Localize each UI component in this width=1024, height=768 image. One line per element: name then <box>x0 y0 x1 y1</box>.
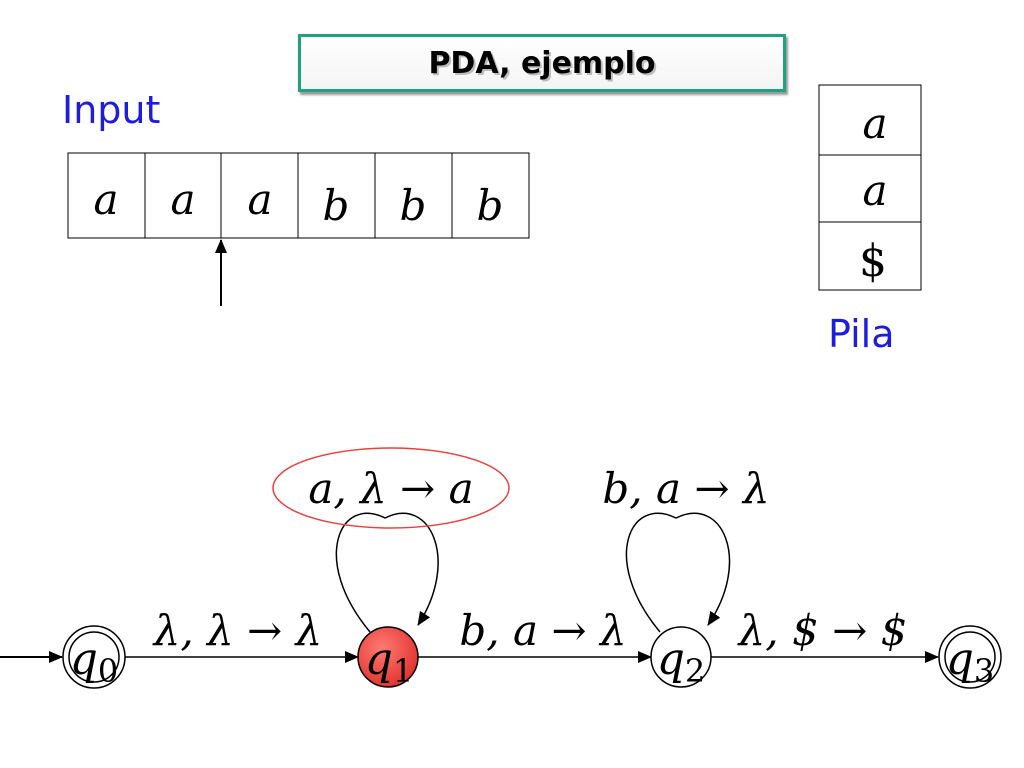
stack-cell-top: a <box>862 99 887 148</box>
input-tape: a a a b b b <box>67 152 530 239</box>
tape-cell-4: b <box>323 181 350 230</box>
input-label: Input <box>62 88 161 132</box>
label-q1-loop: a, λ → a <box>308 464 473 513</box>
stack-cell-bottom: $ <box>859 236 887 287</box>
title-box: PDA, ejemplo <box>298 34 786 92</box>
loop-q1 <box>335 512 439 633</box>
label-q0-q1: λ, λ → λ <box>152 606 322 655</box>
state-label: q0 <box>70 634 119 690</box>
state-label: q1 <box>365 634 414 690</box>
tape-cell-6: b <box>477 181 504 230</box>
state-label: q2 <box>657 634 706 690</box>
stack-cell-middle: a <box>862 166 887 215</box>
state-outer-ring <box>938 625 1002 689</box>
stack: a a $ <box>818 84 922 291</box>
tape-cell-2: a <box>170 175 195 224</box>
tape-cell-5: b <box>400 181 427 230</box>
state-circle-current <box>357 626 419 688</box>
state-q3: q3 <box>938 625 1002 690</box>
state-q2: q2 <box>650 626 712 690</box>
tape-cell-3: a <box>247 175 272 224</box>
label-q2-loop: b, a → λ <box>602 464 769 513</box>
loop-q2 <box>625 512 731 633</box>
state-q0: q0 <box>62 625 126 690</box>
label-q1-q2: b, a → λ <box>459 606 626 655</box>
tape-cell-1: a <box>93 175 118 224</box>
stack-label: Pila <box>828 312 895 356</box>
state-q1: q1 <box>357 626 419 690</box>
state-circle <box>650 626 712 688</box>
label-q2-q3: λ, $ → $ <box>737 606 908 655</box>
state-inner-ring <box>68 631 120 683</box>
state-inner-ring <box>944 631 996 683</box>
state-outer-ring <box>62 625 126 689</box>
page-title: PDA, ejemplo <box>428 45 656 81</box>
highlight-ellipse <box>272 447 510 529</box>
stack-frame <box>818 84 922 291</box>
state-label: q3 <box>946 634 995 690</box>
